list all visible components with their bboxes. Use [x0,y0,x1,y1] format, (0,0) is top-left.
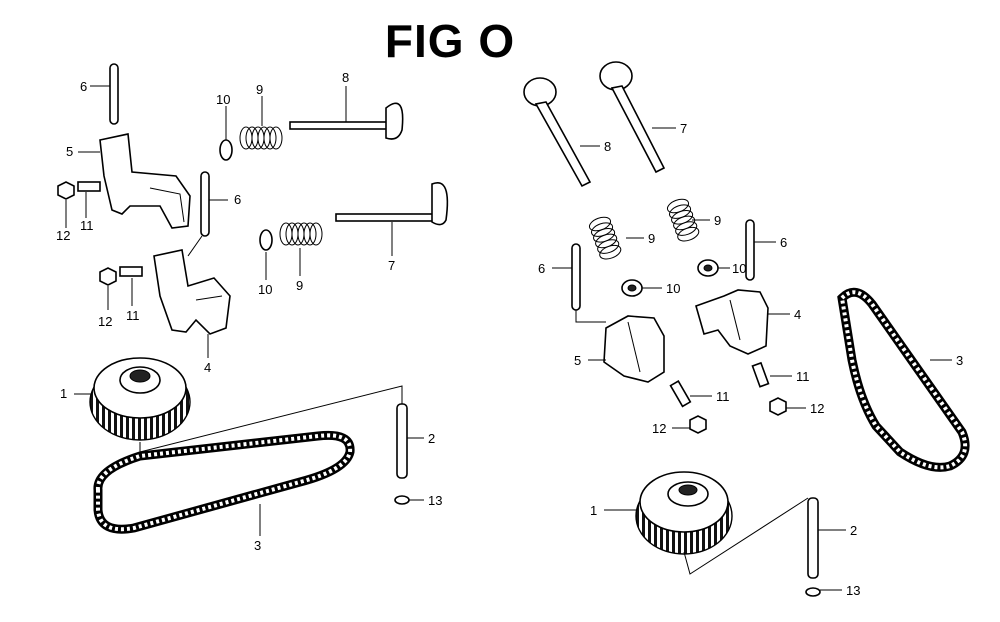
left-valve-7 [335,182,449,226]
right-cam-pulley-1 [635,471,733,555]
callout-right-1: 1 [590,503,597,518]
callout-right-12-right: 12 [810,401,824,416]
callout-right-9-left: 9 [648,231,655,246]
left-retainer-10-upper [219,139,233,161]
right-adjust-nut-12-right [769,397,787,416]
left-cam-pulley-1 [89,357,191,441]
callout-left-13: 13 [428,493,442,508]
left-washer-13 [394,495,410,505]
callout-left-2: 2 [428,431,435,446]
callout-left-7: 7 [388,258,395,273]
left-spring-9-lower [279,222,323,246]
callout-left-10-lower: 10 [258,282,272,297]
callout-left-3: 3 [254,538,261,553]
callout-left-6-lower: 6 [234,192,241,207]
callout-right-2: 2 [850,523,857,538]
callout-right-7: 7 [680,121,687,136]
callout-right-5: 5 [574,353,581,368]
left-retainer-10-lower [259,229,273,251]
right-retainer-10-right [697,259,719,277]
callout-right-9-right: 9 [714,213,721,228]
right-timing-belt-3 [837,287,970,472]
right-spring-9-left [587,214,624,263]
right-adjust-nut-12-left [689,415,707,434]
callout-right-12-left: 12 [652,421,666,436]
right-pin-6-right [745,219,755,281]
callout-left-8: 8 [342,70,349,85]
right-valve-8 [523,77,592,188]
callout-right-6-right: 6 [780,235,787,250]
left-valve-8 [289,102,404,140]
right-leader-lines [552,127,952,591]
right-camshaft-2 [807,497,819,579]
left-adjust-nut-12-upper [57,181,75,200]
right-adjust-screw-11-right [751,361,770,388]
callout-right-10-right: 10 [732,261,746,276]
left-rocker-arm-4 [153,249,231,335]
left-adjust-screw-11-lower [119,266,143,277]
right-washer-13 [805,587,821,597]
callout-left-11-lower: 11 [126,308,140,323]
left-adjust-nut-12-lower [99,267,117,286]
callout-right-4: 4 [794,307,801,322]
callout-right-10-left: 10 [666,281,680,296]
left-pin-6-upper [109,63,119,125]
right-rocker-arm-4 [695,289,769,355]
left-rocker-arm-5 [99,133,191,229]
callout-right-3: 3 [956,353,963,368]
callout-left-9-lower: 9 [296,278,303,293]
left-leader-lines [65,85,424,536]
left-pin-6-lower [200,171,210,237]
callout-left-10-upper: 10 [216,92,230,107]
callout-left-9-upper: 9 [256,82,263,97]
callout-left-6-upper: 6 [80,79,87,94]
callout-right-11-right: 11 [796,369,810,384]
right-rocker-arm-5 [603,315,665,383]
right-adjust-screw-11-left [669,380,692,408]
callout-right-11-left: 11 [716,389,730,404]
left-spring-9-upper [239,126,283,150]
right-valve-7 [599,61,666,174]
callout-right-6-left: 6 [538,261,545,276]
callout-right-13: 13 [846,583,860,598]
left-adjust-screw-11-upper [77,181,101,192]
right-pin-6-left [571,243,581,311]
left-timing-belt-3 [93,430,355,534]
callout-left-5: 5 [66,144,73,159]
callout-left-12-lower: 12 [98,314,112,329]
callout-left-12-upper: 12 [56,228,70,243]
right-retainer-10-left [621,279,643,297]
figure-title: FIG O [384,15,516,67]
left-camshaft-2 [396,403,408,479]
callout-left-1: 1 [60,386,67,401]
callout-left-11-upper: 11 [80,218,94,233]
callout-right-8: 8 [604,139,611,154]
callout-left-4: 4 [204,360,211,375]
